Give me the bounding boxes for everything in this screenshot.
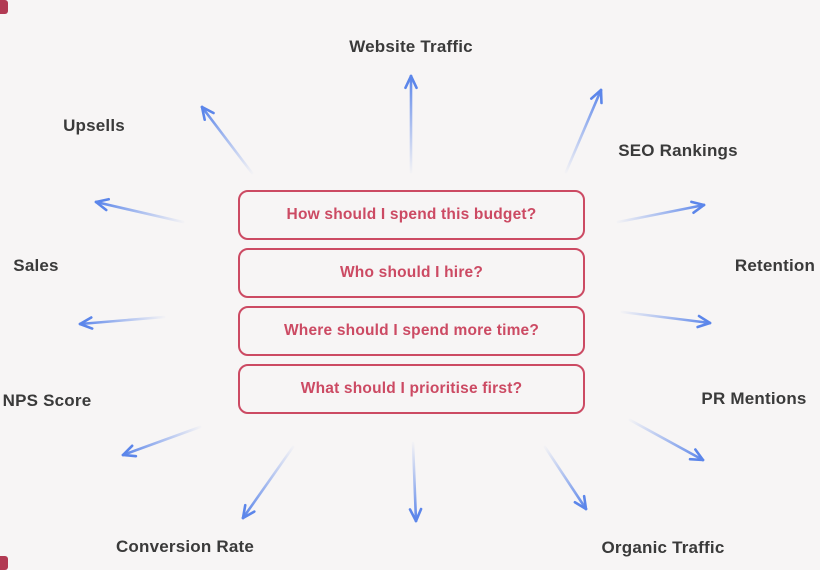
corner-mark-top-left: [0, 0, 8, 14]
arrow-to-conversion-rate: [241, 445, 295, 520]
arrow-to-upsells: [200, 105, 254, 175]
label-sales: Sales: [13, 256, 59, 275]
arrow-to-pr-mentions: [620, 310, 712, 329]
label-conversion-rate: Conversion Rate: [115, 537, 255, 556]
label-seo-rankings: SEO Rankings: [618, 141, 738, 160]
question-stack: How should I spend this budget? Who shou…: [238, 190, 585, 422]
question-text-prioritise: What should I prioritise first?: [300, 380, 523, 397]
arrow-to-organic-traffic: [543, 445, 588, 511]
label-upsells: Upsells: [63, 116, 125, 135]
question-text-hire: Who should I hire?: [339, 264, 484, 281]
arrow-down-center: [408, 441, 423, 523]
arrow-down-left-shallow: [121, 425, 202, 458]
corner-mark-bottom-left: [0, 556, 8, 570]
question-box-budget: How should I spend this budget?: [238, 190, 585, 240]
label-nps-score: NPS Score: [2, 391, 92, 410]
label-retention: Retention: [734, 256, 816, 275]
label-website-traffic: Website Traffic: [349, 37, 473, 56]
question-text-time: Where should I spend more time?: [283, 322, 540, 339]
question-text-budget: How should I spend this budget?: [286, 206, 537, 223]
arrow-to-website-traffic: [404, 74, 418, 174]
label-organic-traffic: Organic Traffic: [601, 538, 725, 557]
question-box-prioritise: What should I prioritise first?: [238, 364, 585, 414]
arrow-to-retention: [616, 200, 706, 224]
arrow-to-seo-rankings: [564, 88, 603, 174]
question-box-hire: Who should I hire?: [238, 248, 585, 298]
question-box-time: Where should I spend more time?: [238, 306, 585, 356]
label-pr-mentions: PR Mentions: [701, 389, 807, 408]
arrow-down-right-shallow: [628, 418, 705, 462]
arrow-to-nps-score: [78, 315, 166, 330]
arrow-to-sales: [94, 197, 185, 224]
